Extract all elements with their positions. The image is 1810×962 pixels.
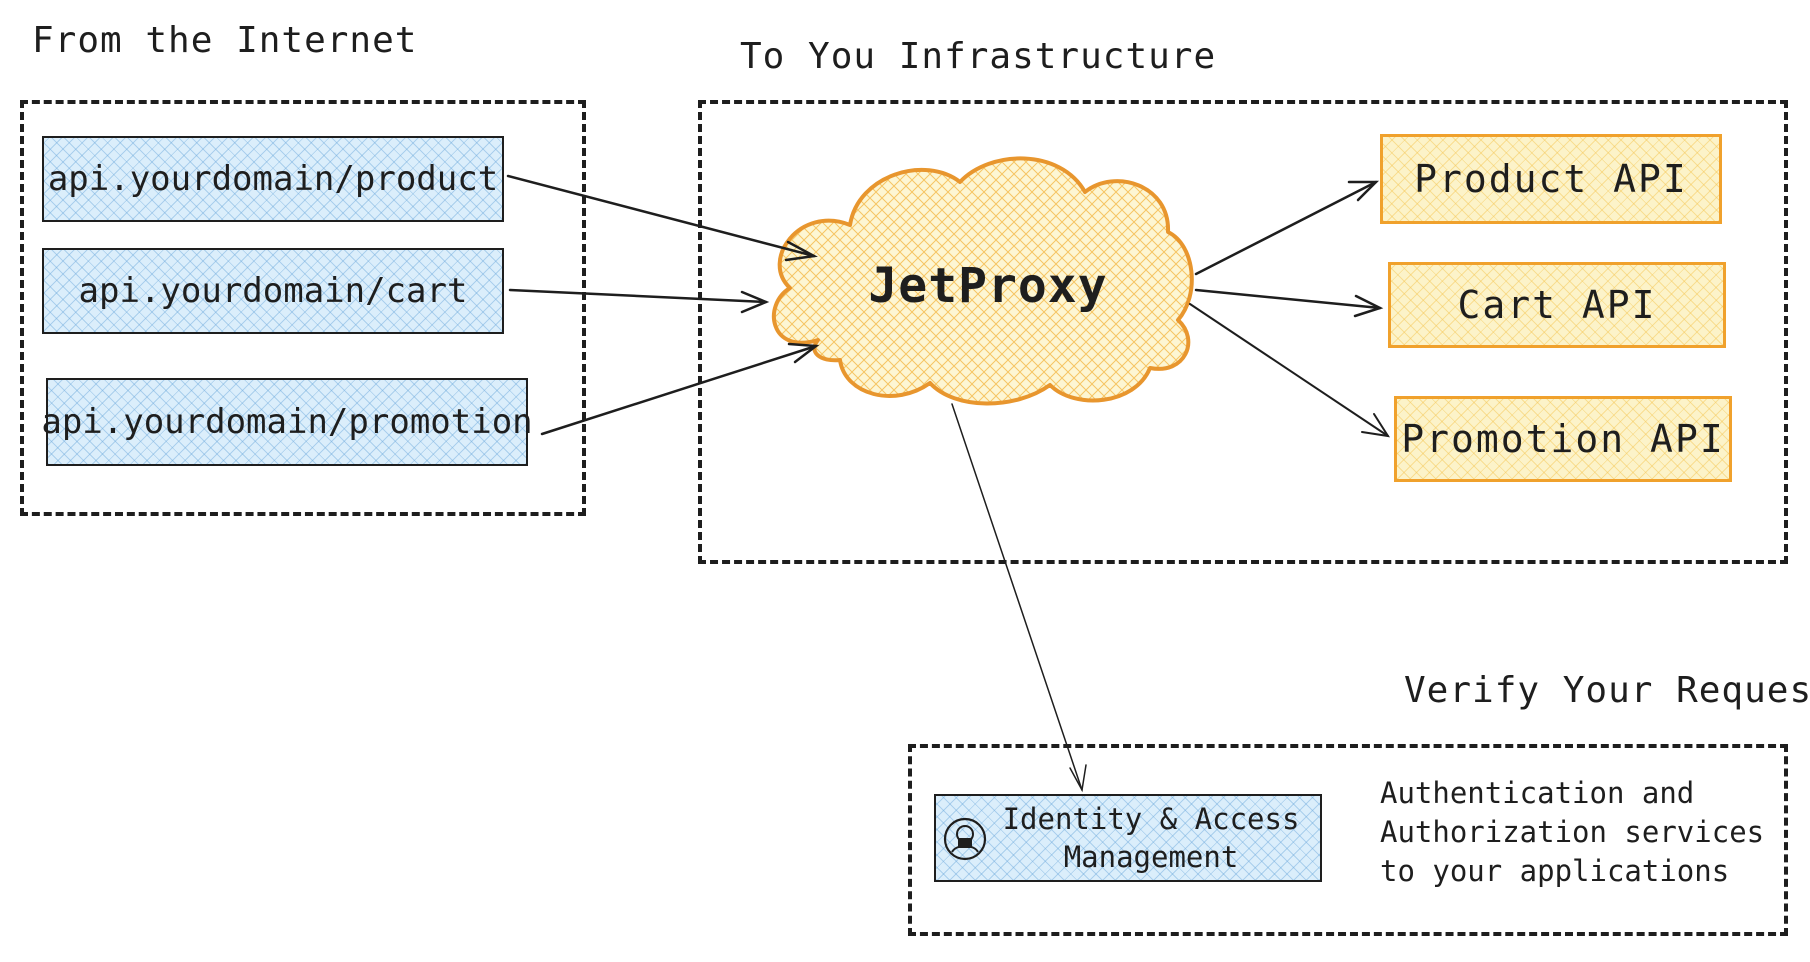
service-box-cart-api: Cart API [1388, 262, 1726, 348]
user-lock-icon [943, 817, 987, 861]
route-box-product: api.yourdomain/product [42, 136, 504, 222]
arrow-proxy-to-iam [951, 403, 1087, 793]
service-box-promotion-api: Promotion API [1394, 396, 1732, 482]
verify-description-line1: Authentication and [1380, 776, 1695, 810]
internet-section-title: From the Internet [32, 20, 418, 61]
verify-description-line3: to your applications [1380, 854, 1730, 888]
arrow-proxy-to-product-api [1194, 180, 1380, 276]
route-box-promotion: api.yourdomain/promotion [41, 378, 533, 466]
infrastructure-section-title: To You Infrastructure [740, 36, 1217, 77]
arrow-cart-to-proxy [508, 288, 770, 314]
verify-description-line2: Authorization services [1380, 815, 1765, 849]
iam-box: Identity & Access Management [934, 794, 1322, 882]
infrastructure-group-box [698, 100, 1788, 564]
route-box-cart: api.yourdomain/cart [42, 248, 504, 334]
arrow-proxy-to-promotion-api [1189, 303, 1391, 438]
internet-group-box [20, 100, 586, 516]
arrow-promotion-to-proxy [540, 342, 820, 436]
jetproxy-cloud-shape [772, 156, 1194, 406]
arrow-proxy-to-cart-api [1194, 288, 1384, 318]
iam-label-line2: Management [1063, 840, 1239, 874]
service-box-product-api: Product API [1380, 134, 1722, 224]
iam-label-line1: Identity & Access [1002, 802, 1300, 836]
arrow-product-to-proxy [506, 174, 818, 262]
verify-group-box [908, 744, 1788, 936]
verify-section-title: Verify Your Request [1404, 670, 1810, 711]
verify-description: Authentication and Authorization service… [1380, 774, 1764, 891]
iam-label: Identity & Access Management [991, 800, 1311, 876]
jetproxy-label: JetProxy [868, 258, 1108, 314]
